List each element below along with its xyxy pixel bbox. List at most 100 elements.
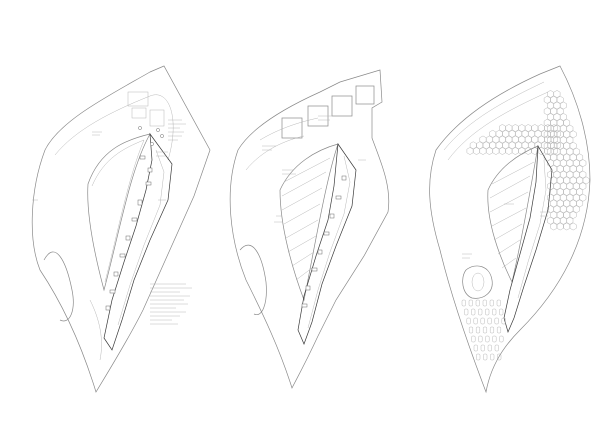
hex-cell (547, 101, 554, 110)
plan-3-lower-pod (462, 265, 493, 299)
hex-cell (576, 153, 584, 162)
hex-cell (550, 135, 558, 144)
hex-cell (554, 141, 561, 150)
plan-2-furniture (301, 175, 347, 308)
hex-cell (563, 188, 571, 196)
seat-cell (475, 299, 480, 307)
hex-cell (566, 170, 574, 179)
hex-cell (518, 124, 526, 132)
hex-cell (553, 90, 561, 98)
hex-cell (547, 170, 554, 179)
seat-cell (461, 299, 466, 307)
hex-cell (466, 147, 474, 155)
hex-cell (560, 205, 567, 214)
hex-cell (543, 118, 551, 127)
hex-cell (569, 130, 577, 139)
plan-2-site-outline (229, 69, 390, 389)
plan-3-central-atrium (487, 145, 539, 284)
hex-cell (508, 141, 516, 150)
hex-cell (566, 193, 574, 202)
hex-cell (537, 135, 545, 144)
hex-cell (550, 107, 558, 116)
hex-cell (569, 176, 577, 185)
plan-3-building-band (503, 144, 553, 334)
hex-cell (511, 147, 519, 155)
hex-cell (569, 188, 577, 196)
hex-cell (505, 147, 513, 155)
hex-cell (515, 129, 522, 138)
hex-cell (524, 124, 532, 132)
hex-cell (499, 147, 506, 155)
hex-cell (566, 136, 574, 144)
hex-cell (566, 147, 574, 156)
seat-cell (480, 317, 485, 325)
seat-cell (487, 317, 492, 325)
hex-cell (573, 159, 580, 167)
hex-cell (563, 199, 571, 208)
hex-cell (486, 147, 493, 155)
hex-cell (553, 170, 561, 179)
hex-cell (556, 188, 564, 196)
seat-cell (478, 308, 483, 316)
hex-cell (569, 222, 577, 231)
plan-2-courtyards (281, 85, 375, 139)
hex-cell (566, 216, 574, 225)
hex-cell (524, 147, 532, 155)
hex-cell (541, 129, 548, 138)
hex-cell (550, 188, 558, 196)
hex-cell (573, 147, 580, 156)
seat-cell (487, 344, 492, 352)
seat-cell (492, 308, 497, 316)
hex-cell (524, 135, 532, 144)
hex-cell (537, 124, 545, 132)
seat-cell (485, 335, 490, 343)
hex-cell (553, 216, 561, 225)
seat-cell (485, 308, 490, 316)
seat-cell (464, 308, 469, 316)
hex-cell (553, 159, 561, 167)
seat-cell (468, 326, 474, 334)
hex-cell (518, 135, 526, 144)
hex-cell (579, 182, 587, 191)
hex-cell (556, 211, 564, 219)
hex-cell (550, 130, 558, 139)
plan-2-atrium-hatch (281, 157, 331, 281)
seat-cell (478, 335, 483, 343)
hex-cell (550, 95, 558, 104)
hex-cell (576, 188, 584, 196)
floor-plan-3 (429, 65, 591, 394)
hex-cell (550, 199, 558, 208)
hex-cell (547, 216, 554, 225)
hex-cell (499, 124, 506, 132)
plan-1-central-void (87, 133, 151, 292)
seat-cell (473, 344, 478, 352)
hex-cell (550, 222, 558, 231)
plan-1-top-rooms (127, 91, 149, 107)
hex-cell (515, 141, 522, 150)
hex-cell (511, 124, 519, 132)
seat-cell (499, 308, 504, 316)
hex-cell (569, 141, 577, 150)
hex-cell (550, 211, 558, 219)
hex-cell (556, 165, 564, 173)
seat-cell (466, 317, 471, 325)
seat-cell (501, 317, 506, 325)
hex-cell (563, 176, 571, 185)
hex-cell (531, 124, 539, 132)
hex-cell (569, 211, 577, 219)
hex-cell (486, 135, 493, 144)
hex-cell (541, 141, 548, 150)
plan-3-atrium-hatch (489, 161, 535, 269)
hex-cell (563, 141, 571, 150)
hex-cell (560, 147, 567, 156)
hex-cell (579, 193, 587, 202)
seat-cell (496, 299, 501, 307)
hex-cell (573, 170, 580, 179)
hex-cell (479, 135, 487, 144)
hex-cell (566, 124, 574, 133)
floor-plan-2 (229, 69, 390, 389)
hex-cell (576, 199, 584, 208)
seat-cell (475, 326, 481, 334)
seat-cell (482, 326, 488, 334)
